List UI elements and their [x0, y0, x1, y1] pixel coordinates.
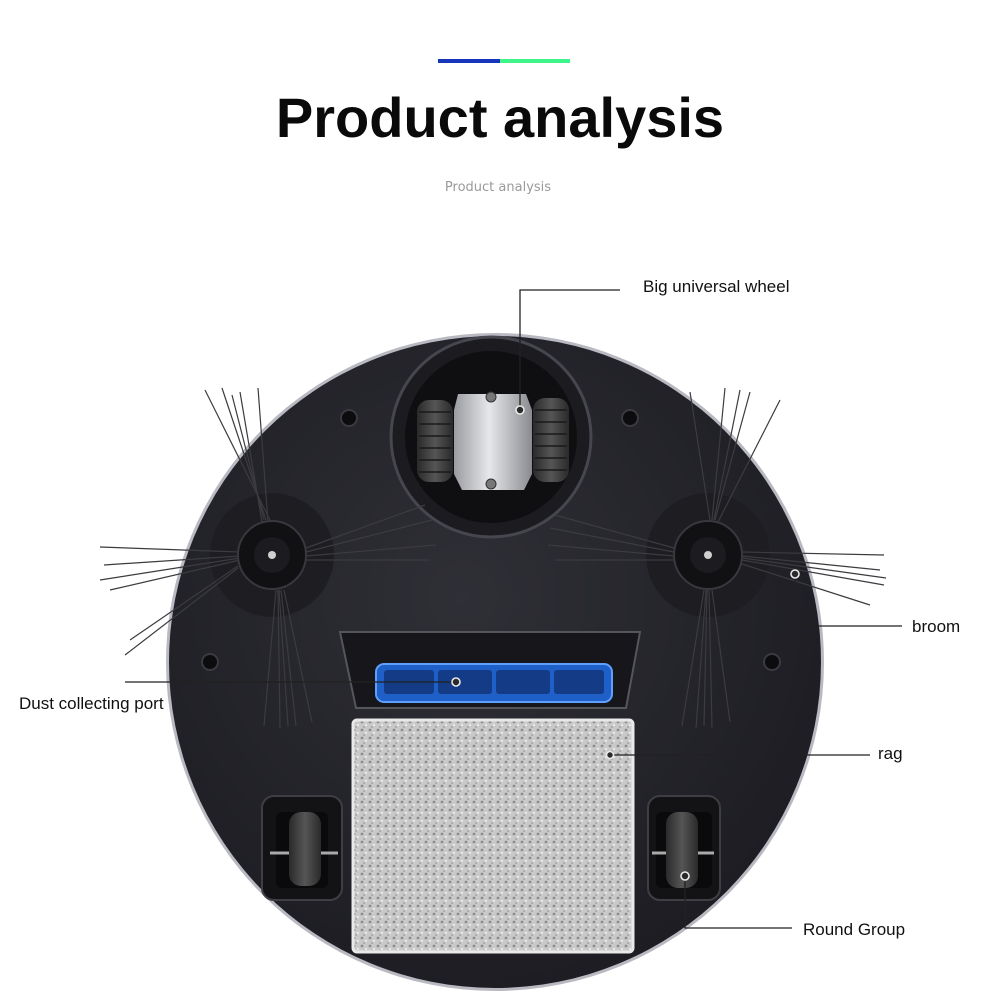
page-subtitle: Product analysis	[444, 180, 552, 195]
callout-label-dust-collecting-port: Dust collecting port	[19, 694, 164, 713]
callout-label-broom: broom	[912, 617, 961, 636]
accent-line-blue	[438, 59, 500, 63]
callout-lines	[125, 289, 902, 929]
callout-label-big-universal-wheel: Big universal wheel	[643, 277, 790, 296]
callout-dots	[451, 405, 800, 881]
rear-wheel-left	[261, 795, 343, 901]
callout-label-rag: rag	[878, 744, 903, 763]
page-title: Product analysis	[275, 86, 725, 149]
universal-wheel	[389, 335, 593, 539]
rear-wheel-right	[647, 795, 721, 901]
screw-holes	[201, 409, 781, 671]
dust-collecting-port	[338, 631, 642, 709]
rag	[351, 718, 635, 954]
side-brush-left	[99, 387, 437, 729]
accent-line-green	[500, 59, 570, 63]
side-brush-right	[547, 387, 887, 729]
callout-label-round-group: Round Group	[803, 920, 906, 939]
